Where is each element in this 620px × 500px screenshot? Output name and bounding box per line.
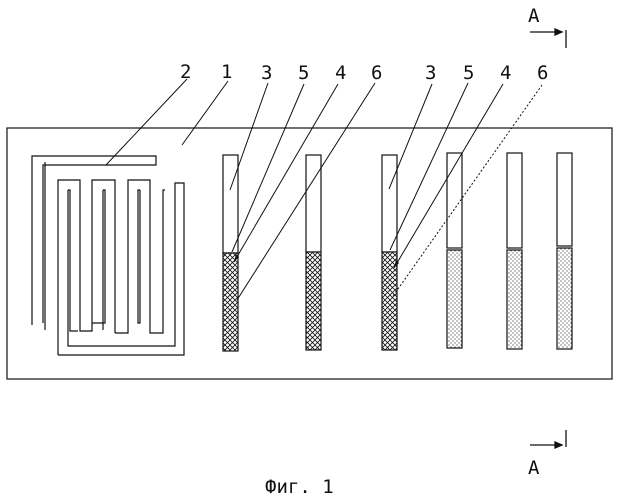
figure-caption: Фиг. 1 — [265, 476, 334, 498]
leader-lines — [106, 79, 542, 300]
strip-4 — [447, 153, 462, 348]
strip-6 — [557, 153, 572, 349]
label-2: 2 — [180, 61, 191, 83]
label-5-left: 5 — [298, 62, 309, 84]
section-marker-bottom — [530, 430, 566, 448]
section-label-bottom: А — [528, 457, 540, 479]
section-marker-top — [530, 29, 566, 48]
strip-3 — [382, 155, 397, 350]
section-label-top: А — [528, 5, 540, 27]
label-6-left: 6 — [371, 62, 382, 84]
label-3-right: 3 — [425, 62, 436, 84]
strip-2 — [306, 155, 321, 350]
label-5-right: 5 — [463, 62, 474, 84]
label-1: 1 — [221, 61, 232, 83]
label-4-right: 4 — [500, 62, 511, 84]
meander-heater — [32, 156, 184, 355]
label-4-left: 4 — [335, 62, 346, 84]
strip-1 — [223, 155, 238, 351]
label-6-right: 6 — [537, 62, 548, 84]
label-3-left: 3 — [261, 62, 272, 84]
strip-5 — [507, 153, 522, 349]
